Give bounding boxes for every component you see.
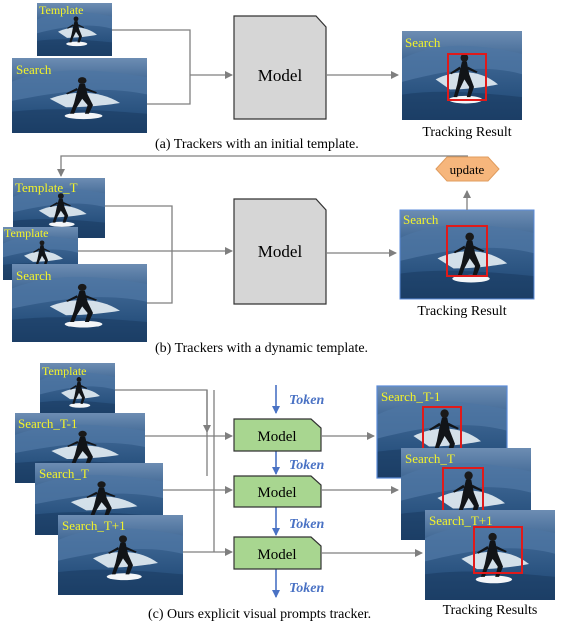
template-label: Template — [39, 3, 83, 17]
template-t-label: Template_T — [15, 180, 78, 195]
search-label: Search — [16, 268, 52, 283]
search-image: Search — [12, 264, 147, 342]
search-label-t-plus-1: Search_T+1 — [62, 518, 126, 533]
search-connector — [147, 251, 173, 304]
search-image: Search — [12, 58, 147, 133]
result-image: Search — [399, 209, 535, 300]
template-label: Template — [4, 226, 48, 240]
result-label: Search — [403, 212, 439, 227]
model-block — [233, 15, 327, 120]
template-image: Template — [37, 3, 112, 56]
result-caption: Tracking Results — [443, 603, 538, 618]
token-label-3: Token — [289, 581, 324, 596]
tracking-box-t-plus-1 — [473, 526, 523, 574]
tracking-box — [446, 225, 488, 277]
model-block-3 — [233, 536, 322, 570]
model-block-1 — [233, 418, 322, 452]
template-label: Template — [42, 364, 86, 378]
template-image: Template — [40, 363, 115, 418]
model-label: Model — [258, 242, 303, 261]
model-label-3: Model — [257, 547, 296, 563]
result-label-t-plus-1: Search_T+1 — [429, 513, 493, 528]
search-label-t-minus-1: Search_T-1 — [18, 416, 77, 431]
search-image-t: Search_T — [35, 463, 163, 535]
token-label-2: Token — [289, 517, 324, 532]
template-image: Template — [3, 226, 78, 280]
result-label-t-minus-1: Search_T-1 — [381, 389, 440, 404]
update-block — [435, 156, 500, 182]
panel-caption: (b) Trackers with a dynamic template. — [155, 341, 368, 356]
result-caption: Tracking Result — [417, 304, 506, 319]
template-connector — [112, 29, 191, 75]
search-connector — [147, 75, 191, 105]
update-label: update — [450, 162, 485, 177]
panel-c: Template Search_T-1 Search_T Search_T+1 … — [15, 363, 555, 622]
tracking-box — [447, 53, 487, 101]
template-t-connector — [105, 205, 173, 251]
result-image: Search — [402, 31, 522, 120]
panel-caption: (c) Ours explicit visual prompts tracker… — [148, 607, 371, 622]
result-caption: Tracking Result — [422, 125, 511, 140]
model-label: Model — [258, 66, 303, 85]
result-label: Search — [405, 35, 441, 50]
result-label-t: Search_T — [405, 451, 455, 466]
feedback-connector — [57, 155, 468, 177]
panel-caption: (a) Trackers with an initial template. — [155, 137, 359, 152]
search-label: Search — [16, 62, 52, 77]
model-label-2: Model — [257, 485, 296, 501]
token-label-1: Token — [289, 458, 324, 473]
search-image-t-plus-1: Search_T+1 — [58, 515, 183, 595]
result-image-t-plus-1: Search_T+1 — [425, 510, 555, 600]
model-block-2 — [233, 475, 322, 508]
model-label-1: Model — [257, 429, 296, 445]
panel-a: Template Search Model Search Tracking Re… — [12, 3, 522, 152]
panel-b: Template_T Template Search Model Search … — [3, 155, 535, 356]
search-label-t: Search_T — [39, 466, 89, 481]
search-image-t-minus-1: Search_T-1 — [15, 413, 145, 483]
token-label-0: Token — [289, 393, 324, 408]
model-block — [233, 198, 327, 305]
template-t-image: Template_T — [13, 178, 105, 238]
